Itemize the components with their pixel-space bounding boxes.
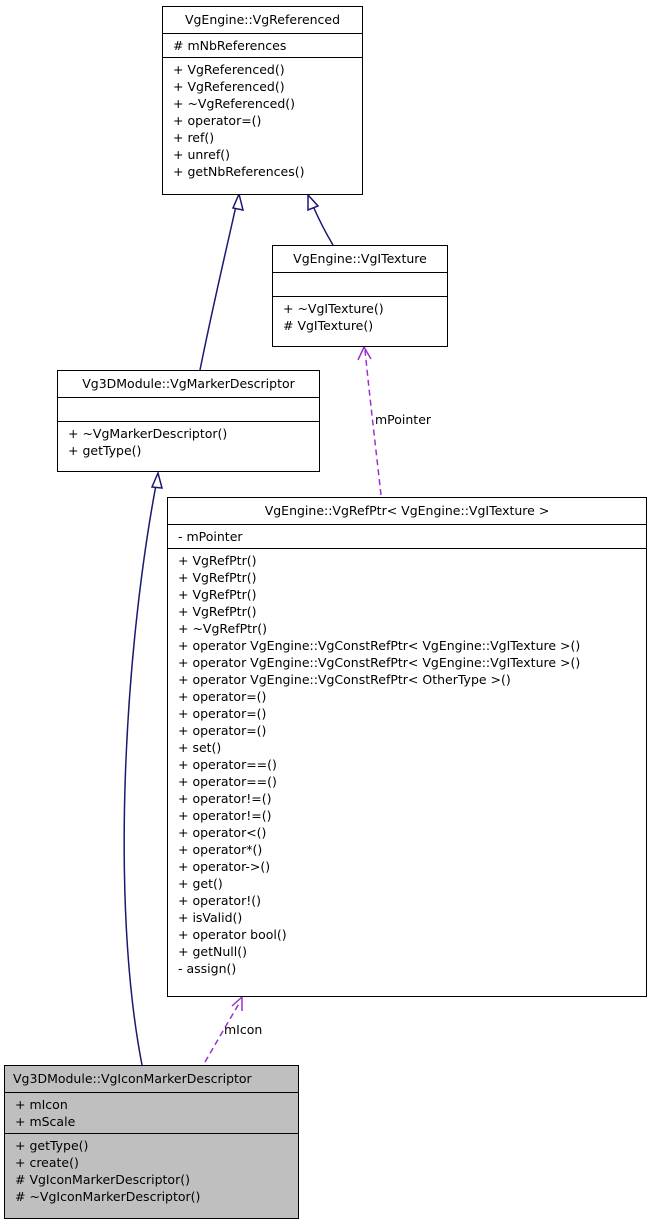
member-line: + getNbReferences() xyxy=(173,164,305,179)
member-line: + operator=() xyxy=(178,706,267,721)
member-line: # ~VgIconMarkerDescriptor() xyxy=(15,1189,201,1204)
edge-label-micon: mIcon xyxy=(224,1022,263,1037)
class-title: VgEngine::VgITexture xyxy=(273,246,447,273)
class-title: VgEngine::VgRefPtr< VgEngine::VgITexture… xyxy=(168,498,646,525)
member-line: + VgRefPtr() xyxy=(178,604,257,619)
inheritance-edge-itexture-to-referenced xyxy=(312,205,334,246)
inheritance-arrowhead xyxy=(231,191,245,211)
member-line: + VgReferenced() xyxy=(173,79,285,94)
member-line: + operator=() xyxy=(173,113,262,128)
member-line: + operator<() xyxy=(178,825,267,840)
member-line: + operator!=() xyxy=(178,808,272,823)
class-box-vgreferenced[interactable]: VgEngine::VgReferenced # mNbReferences +… xyxy=(162,6,363,195)
class-box-vgmarkerdescriptor[interactable]: Vg3DModule::VgMarkerDescriptor + ~VgMark… xyxy=(57,370,320,472)
member-line: + ~VgRefPtr() xyxy=(178,621,267,636)
member-line: - mPointer xyxy=(178,529,243,544)
usage-edge-refptr-to-itexture xyxy=(364,349,382,496)
methods-section: + ~VgITexture() # VgITexture() xyxy=(273,297,447,337)
attributes-section xyxy=(273,273,447,297)
usage-arrowhead xyxy=(231,995,243,1011)
member-line: + operator bool() xyxy=(178,927,287,942)
class-box-vgitexture[interactable]: VgEngine::VgITexture + ~VgITexture()# Vg… xyxy=(272,245,448,347)
class-box-vgrefptr[interactable]: VgEngine::VgRefPtr< VgEngine::VgITexture… xyxy=(167,497,647,997)
member-line: + ref() xyxy=(173,130,215,145)
inheritance-edge-markerdescriptor-to-referenced xyxy=(199,205,237,371)
class-title: Vg3DModule::VgMarkerDescriptor xyxy=(58,371,319,398)
methods-section: + VgReferenced() + VgReferenced() + ~VgRef… xyxy=(163,58,362,183)
member-line: + VgRefPtr() xyxy=(178,570,257,585)
edge-label-mpointer: mPointer xyxy=(375,412,432,427)
usage-edge-iconmarker-to-refptr xyxy=(204,1001,241,1063)
member-line: # mNbReferences xyxy=(173,38,287,53)
member-line: # VgIconMarkerDescriptor() xyxy=(15,1172,190,1187)
methods-section: + getType() + create() # VgIconMarkerDescr… xyxy=(5,1134,298,1208)
member-line: + getType() xyxy=(15,1138,89,1153)
member-line: + ~VgMarkerDescriptor() xyxy=(68,426,228,441)
class-box-vgiconmarkerdescriptor[interactable]: Vg3DModule::VgIconMarkerDescriptor + mIc… xyxy=(4,1065,299,1219)
member-line: + operator!=() xyxy=(178,791,272,806)
member-line: - assign() xyxy=(178,961,237,976)
class-title: VgEngine::VgReferenced xyxy=(163,7,362,34)
member-line: + get() xyxy=(178,876,223,891)
member-line: + operator VgEngine::VgConstRefPtr< VgEn… xyxy=(178,655,581,670)
methods-section: + VgRefPtr() + VgRefPtr() + VgRefPtr() + Vg… xyxy=(168,549,646,980)
methods-section: + ~VgMarkerDescriptor() + getType() xyxy=(58,422,319,462)
attributes-section: + mIcon + mScale xyxy=(5,1093,298,1134)
usage-arrowhead xyxy=(357,345,372,361)
member-line: + VgRefPtr() xyxy=(178,587,257,602)
member-line: + operator==() xyxy=(178,774,277,789)
member-line: + operator!() xyxy=(178,893,261,908)
member-line: + getNull() xyxy=(178,944,247,959)
inheritance-arrowhead xyxy=(150,470,164,489)
member-line: + isValid() xyxy=(178,910,243,925)
member-line: + operator=() xyxy=(178,689,267,704)
attributes-section: # mNbReferences xyxy=(163,34,362,58)
member-line: + create() xyxy=(15,1155,79,1170)
member-line: + ~VgITexture() xyxy=(283,301,384,316)
attributes-section xyxy=(58,398,319,422)
member-line: + operator==() xyxy=(178,757,277,772)
member-line: + operator=() xyxy=(178,723,267,738)
class-title: Vg3DModule::VgIconMarkerDescriptor xyxy=(5,1066,298,1093)
inheritance-edge-iconmarker-to-markerdescriptor xyxy=(123,484,157,1066)
member-line: + set() xyxy=(178,740,222,755)
member-line: # VgITexture() xyxy=(283,318,374,333)
member-line: + VgRefPtr() xyxy=(178,553,257,568)
member-line: + mIcon xyxy=(15,1097,68,1112)
member-line: + getType() xyxy=(68,443,142,458)
member-line: + ~VgReferenced() xyxy=(173,96,296,111)
member-line: + mScale xyxy=(15,1114,76,1129)
member-line: + VgReferenced() xyxy=(173,62,285,77)
member-line: + unref() xyxy=(173,147,231,162)
member-line: + operator VgEngine::VgConstRefPtr< Othe… xyxy=(178,672,511,687)
member-line: + operator VgEngine::VgConstRefPtr< VgEn… xyxy=(178,638,581,653)
member-line: + operator*() xyxy=(178,842,263,857)
attributes-section: - mPointer xyxy=(168,525,646,549)
member-line: + operator->() xyxy=(178,859,271,874)
inheritance-arrowhead xyxy=(307,193,320,212)
